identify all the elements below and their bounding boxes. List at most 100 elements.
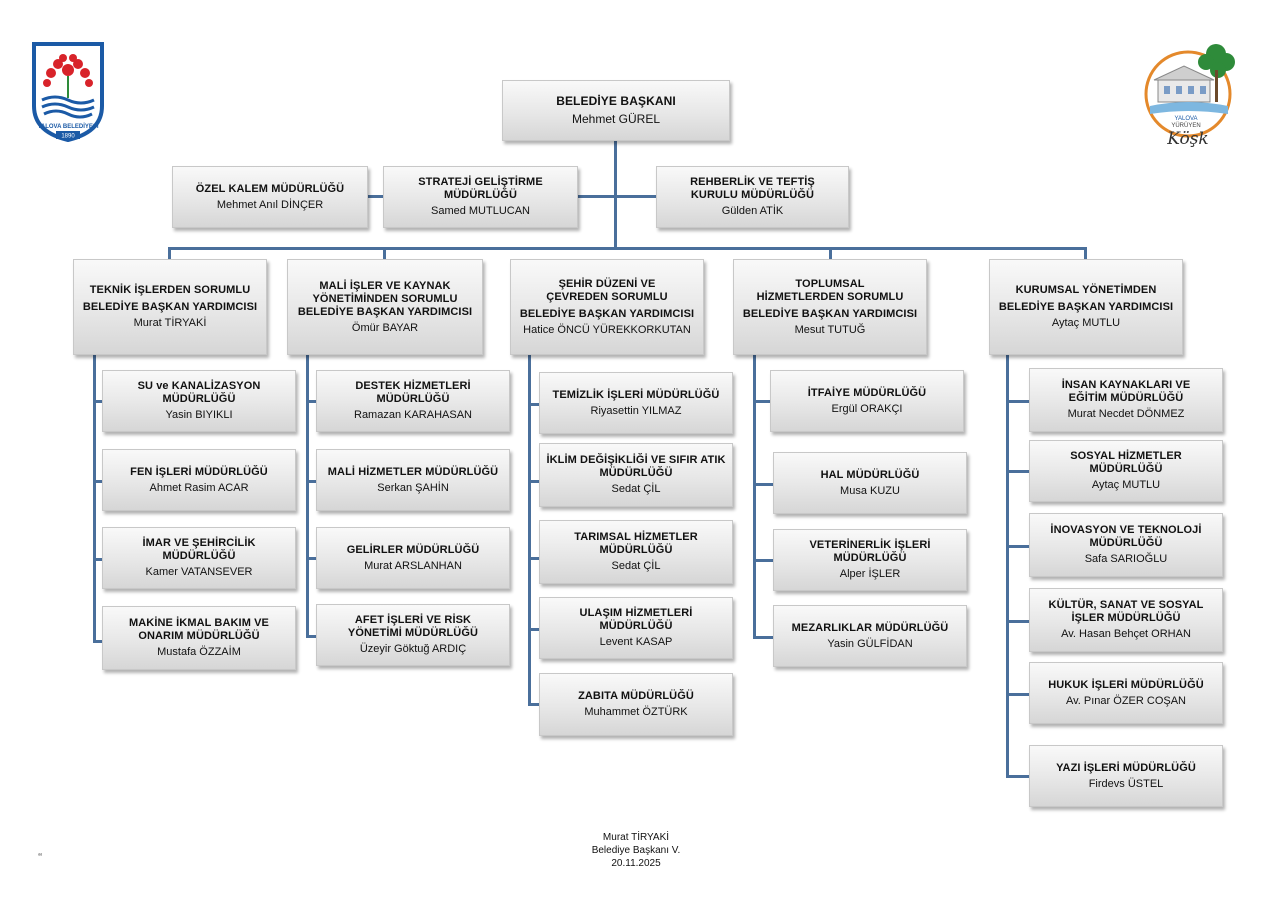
unit-box: ULAŞIM HİZMETLERİ MÜDÜRLÜĞÜ Levent KASAP xyxy=(539,597,733,659)
connector-col-5-branch xyxy=(1006,693,1030,696)
connector-col-3-branch xyxy=(528,480,541,483)
deputy-title: TEKNİK İŞLERDEN SORUMLU xyxy=(89,284,251,296)
unit-box: MAKİNE İKMAL BAKIM VE ONARIM MÜDÜRLÜĞÜ M… xyxy=(102,606,296,670)
connector-col-2-branch xyxy=(306,400,318,403)
unit-head: Sedat ÇİL xyxy=(611,483,661,495)
connector-col-5-branch xyxy=(1006,545,1030,548)
connector-col-5-branch xyxy=(1006,470,1030,473)
unit-box: İNSAN KAYNAKLARI VE EĞİTİM MÜDÜRLÜĞÜ Mur… xyxy=(1029,368,1223,432)
signature-role: Belediye Başkanı V. xyxy=(591,845,681,856)
unit-head: Firdevs ÜSTEL xyxy=(1088,777,1164,790)
connector-col-4-branch xyxy=(753,483,774,486)
unit-box: KÜLTÜR, SANAT VE SOSYAL İŞLER MÜDÜRLÜĞÜ … xyxy=(1029,588,1223,652)
connector-col-5-branch xyxy=(1006,775,1030,778)
unit-title: ZABITA MÜDÜRLÜĞÜ xyxy=(578,690,694,702)
unit-head: Ergül ORAKÇI xyxy=(831,402,903,415)
unit-box: İMAR VE ŞEHİRCİLİK MÜDÜRLÜĞÜ Kamer VATAN… xyxy=(102,527,296,589)
connector-col-3-branch xyxy=(528,557,541,560)
unit-title: MALİ HİZMETLER MÜDÜRLÜĞÜ xyxy=(327,465,499,478)
connector-col-2-branch xyxy=(306,557,318,560)
unit-box: TARIMSAL HİZMETLER MÜDÜRLÜĞÜ Sedat ÇİL xyxy=(539,520,733,584)
unit-head: Yasin BIYIKLI xyxy=(165,409,233,421)
unit-title: KÜLTÜR, SANAT VE SOSYAL İŞLER MÜDÜRLÜĞÜ xyxy=(1048,599,1204,624)
connector-col-3-branch xyxy=(528,403,541,406)
unit-box: YAZI İŞLERİ MÜDÜRLÜĞÜ Firdevs ÜSTEL xyxy=(1029,745,1223,807)
deputy-name: Hatice ÖNCÜ YÜREKKORKUTAN xyxy=(523,323,691,336)
unit-box: VETERİNERLİK İŞLERİ MÜDÜRLÜĞÜ Alper İŞLE… xyxy=(773,529,967,591)
unit-title: TEMİZLİK İŞLERİ MÜDÜRLÜĞÜ xyxy=(552,388,720,401)
unit-box: İNOVASYON VE TEKNOLOJİ MÜDÜRLÜĞÜ Safa SA… xyxy=(1029,513,1223,577)
unit-head: Av. Hasan Behçet ORHAN xyxy=(1061,628,1191,640)
deputy-title: ŞEHİR DÜZENİ VE ÇEVREDEN SORUMLU xyxy=(546,277,668,303)
unit-box: TEMİZLİK İŞLERİ MÜDÜRLÜĞÜ Riyasettin YIL… xyxy=(539,372,733,434)
deputy-title: MALİ İŞLER VE KAYNAK YÖNETİMİNDEN SORUML… xyxy=(312,279,458,305)
unit-head: Mustafa ÖZZAİM xyxy=(157,646,241,658)
unit-title: MEZARLIKLAR MÜDÜRLÜĞÜ xyxy=(791,621,949,634)
yalova-municipality-logo: YALOVA BELEDİYESİ 1890 xyxy=(30,40,106,143)
unit-box: GELİRLER MÜDÜRLÜĞÜ Murat ARSLANHAN xyxy=(316,527,510,589)
unit-title: HAL MÜDÜRLÜĞÜ xyxy=(820,468,920,481)
unit-head: Muhammet ÖZTÜRK xyxy=(584,706,688,718)
unit-box: FEN İŞLERİ MÜDÜRLÜĞÜ Ahmet Rasim ACAR xyxy=(102,449,296,511)
connector-staff-right xyxy=(578,195,657,198)
unit-box: HUKUK İŞLERİ MÜDÜRLÜĞÜ Av. Pınar ÖZER CO… xyxy=(1029,662,1223,724)
connector-col-5-branch xyxy=(1006,400,1030,403)
unit-title: İTFAİYE MÜDÜRLÜĞÜ xyxy=(807,386,927,399)
unit-box: SOSYAL HİZMETLER MÜDÜRLÜĞÜ Aytaç MUTLU xyxy=(1029,440,1223,502)
unit-head: Murat ARSLANHAN xyxy=(364,559,462,572)
unit-head: Levent KASAP xyxy=(599,636,673,648)
unit-head: Üzeyir Göktuğ ARDIÇ xyxy=(359,643,467,655)
unit-head: Riyasettin YILMAZ xyxy=(590,404,682,417)
deputy-name: Aytaç MUTLU xyxy=(1051,317,1121,329)
connector-deputy-1 xyxy=(168,247,171,259)
unit-box: MALİ HİZMETLER MÜDÜRLÜĞÜ Serkan ŞAHİN xyxy=(316,449,510,511)
unit-title: SOSYAL HİZMETLER MÜDÜRLÜĞÜ xyxy=(1070,450,1182,475)
connector-deputy-bar xyxy=(168,247,1087,250)
signature-name: Murat TİRYAKİ xyxy=(602,832,670,843)
connector-col-3-branch xyxy=(528,703,541,706)
unit-title: GELİRLER MÜDÜRLÜĞÜ xyxy=(346,543,480,556)
deputy-box-technical: TEKNİK İŞLERDEN SORUMLU BELEDİYE BAŞKAN … xyxy=(73,259,267,355)
unit-title: İNOVASYON VE TEKNOLOJİ MÜDÜRLÜĞÜ xyxy=(1050,524,1202,549)
signature-block: Murat TİRYAKİ Belediye Başkanı V. 20.11.… xyxy=(536,831,736,870)
deputy-role: BELEDİYE BAŞKAN YARDIMCISI xyxy=(82,301,258,313)
staff-box-strategy: STRATEJİ GELİŞTİRME MÜDÜRLÜĞÜ Samed MUTL… xyxy=(383,166,578,228)
unit-head: Ramazan KARAHASAN xyxy=(354,409,472,421)
connector-col-2-branch xyxy=(306,635,318,638)
connector-col-1-branch xyxy=(93,640,104,643)
connector-col-3-branch xyxy=(528,628,541,631)
unit-box: HAL MÜDÜRLÜĞÜ Musa KUZU xyxy=(773,452,967,514)
deputy-name: Murat TİRYAKİ xyxy=(133,317,207,329)
logo-text-1: YALOVA xyxy=(1174,116,1197,122)
connector-col-4-branch xyxy=(753,636,774,639)
logo-text-2: YÜRÜYEN xyxy=(1171,122,1200,129)
connector-col-1-branch xyxy=(93,558,104,561)
unit-title: DESTEK HİZMETLERİ MÜDÜRLÜĞÜ xyxy=(355,380,471,405)
deputy-box-finance: MALİ İŞLER VE KAYNAK YÖNETİMİNDEN SORUML… xyxy=(287,259,483,355)
connector-trunk xyxy=(614,139,617,250)
unit-title: HUKUK İŞLERİ MÜDÜRLÜĞÜ xyxy=(1048,678,1204,691)
deputy-title: TOPLUMSAL HİZMETLERDEN SORUMLU xyxy=(756,277,904,303)
unit-box: DESTEK HİZMETLERİ MÜDÜRLÜĞÜ Ramazan KARA… xyxy=(316,370,510,432)
unit-head: Safa SARIOĞLU xyxy=(1084,553,1168,565)
unit-box: İTFAİYE MÜDÜRLÜĞÜ Ergül ORAKÇI xyxy=(770,370,964,432)
unit-box: İKLİM DEĞİŞİKLİĞİ VE SIFIR ATIK MÜDÜRLÜĞ… xyxy=(539,443,733,507)
unit-title: MAKİNE İKMAL BAKIM VE ONARIM MÜDÜRLÜĞÜ xyxy=(128,617,269,642)
unit-box: SU ve KANALİZASYON MÜDÜRLÜĞÜ Yasin BIYIK… xyxy=(102,370,296,432)
corner-mark: ‘‘ xyxy=(38,852,43,863)
connector-col-2 xyxy=(306,355,309,638)
unit-head: Yasin GÜLFİDAN xyxy=(827,637,913,650)
staff-box-inspection: REHBERLİK VE TEFTİŞ KURULU MÜDÜRLÜĞÜ Gül… xyxy=(656,166,849,228)
yuruyen-kosk-logo: YALOVA YÜRÜYEN Köşk xyxy=(1140,36,1242,154)
mayor-title: BELEDİYE BAŞKANI xyxy=(556,94,676,108)
unit-head: Sedat ÇİL xyxy=(611,560,661,572)
connector-deputy-4 xyxy=(829,247,832,259)
logo-ring-text: YALOVA BELEDİYESİ xyxy=(37,123,98,130)
connector-col-4 xyxy=(753,355,756,639)
unit-title: İMAR VE ŞEHİRCİLİK MÜDÜRLÜĞÜ xyxy=(142,537,256,562)
logo-year: 1890 xyxy=(61,134,75,140)
deputy-box-social: TOPLUMSAL HİZMETLERDEN SORUMLU BELEDİYE … xyxy=(733,259,927,355)
connector-deputy-2 xyxy=(383,247,386,259)
deputy-box-corporate: KURUMSAL YÖNETİMDEN BELEDİYE BAŞKAN YARD… xyxy=(989,259,1183,355)
deputy-role: BELEDİYE BAŞKAN YARDIMCISI xyxy=(519,307,695,320)
